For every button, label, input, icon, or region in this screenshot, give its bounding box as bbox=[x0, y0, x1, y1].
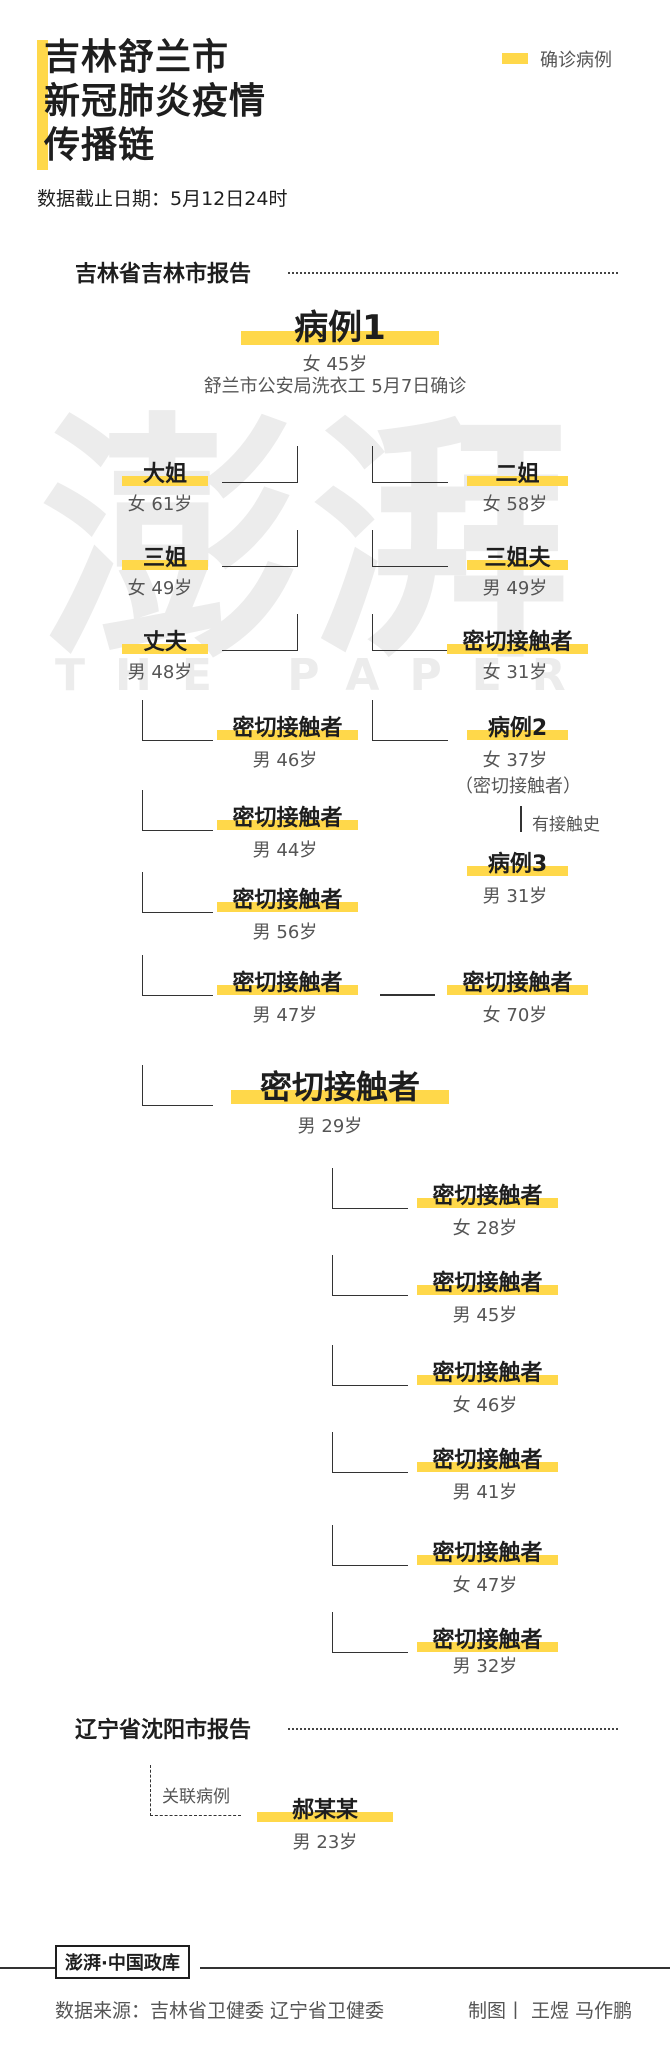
connector-husband-3 bbox=[142, 872, 213, 913]
case-1-detail: 舒兰市公安局洗衣工 5月7日确诊 bbox=[203, 376, 467, 397]
husband-contact-3: 密切接触者 bbox=[217, 882, 358, 914]
section-title-shenyang: 辽宁省沈阳市报告 bbox=[75, 1718, 252, 1743]
case-3-info: 男 31岁 bbox=[482, 886, 548, 907]
connector-husband-1 bbox=[142, 700, 213, 741]
husband-contact-2-info: 男 44岁 bbox=[252, 840, 318, 861]
sub-contact-5: 密切接触者 bbox=[417, 1535, 558, 1567]
footer-divider-left bbox=[0, 1967, 55, 1969]
case-2-info: 女 37岁 bbox=[482, 750, 548, 771]
connector-sub-2 bbox=[332, 1255, 408, 1296]
relative-big-sister: 大姐 bbox=[122, 456, 208, 488]
data-source: 数据来源：吉林省卫健委 辽宁省卫健委 bbox=[55, 2000, 385, 2022]
shenyang-case: 郝某某 bbox=[257, 1792, 393, 1824]
big-contact: 密切接触者 bbox=[231, 1062, 449, 1108]
sub-contact-6: 密切接触者 bbox=[417, 1622, 558, 1654]
connector-sub-5 bbox=[332, 1525, 408, 1566]
sub-contact-5-info: 女 47岁 bbox=[452, 1575, 518, 1596]
title-accent-bar bbox=[37, 40, 48, 170]
credits: 制图丨 王煜 马作鹏 bbox=[468, 2000, 633, 2022]
relative-big-sister-info: 女 61岁 bbox=[127, 494, 193, 515]
case-3-label: 病例3 bbox=[467, 846, 568, 878]
footer-divider-right bbox=[200, 1967, 670, 1969]
case-2-label: 病例2 bbox=[467, 710, 568, 742]
case-1-label: 病例1 bbox=[241, 300, 439, 349]
legend-label: 确诊病例 bbox=[540, 50, 612, 71]
connector-sub-3 bbox=[332, 1345, 408, 1386]
publisher-logo: 澎湃·中国政库 bbox=[55, 1945, 190, 1979]
relative-brother-in-law-info: 男 49岁 bbox=[482, 578, 548, 599]
sub-contact-2-info: 男 45岁 bbox=[452, 1305, 518, 1326]
sub-contact-1: 密切接触者 bbox=[417, 1178, 558, 1210]
section-divider-shenyang bbox=[288, 1728, 618, 1730]
title-line-1: 吉林舒兰市 bbox=[44, 37, 230, 78]
title-line-3: 传播链 bbox=[44, 125, 156, 166]
sub-contact-4: 密切接触者 bbox=[417, 1442, 558, 1474]
connector-left-1 bbox=[222, 446, 298, 483]
related-case-connector bbox=[150, 1765, 241, 1816]
relative-second-sister-info: 女 58岁 bbox=[482, 494, 548, 515]
relative-third-sister: 三姐 bbox=[122, 540, 208, 572]
relative-husband: 丈夫 bbox=[122, 624, 208, 656]
connector-right-2 bbox=[372, 530, 448, 567]
section-title-jilin: 吉林省吉林市报告 bbox=[75, 262, 252, 287]
related-case-label: 关联病例 bbox=[162, 1787, 230, 1807]
connector-right-3 bbox=[372, 614, 448, 651]
husband-contact-3-info: 男 56岁 bbox=[252, 922, 318, 943]
husband-contact-4: 密切接触者 bbox=[217, 965, 358, 997]
husband-contact-4-info: 男 47岁 bbox=[252, 1005, 318, 1026]
connector-side-contact bbox=[380, 994, 435, 996]
case-2-note: （密切接触者） bbox=[455, 776, 581, 797]
sub-contact-6-info: 男 32岁 bbox=[452, 1656, 518, 1677]
relative-third-sister-info: 女 49岁 bbox=[127, 578, 193, 599]
side-contact-info: 女 70岁 bbox=[482, 1005, 548, 1026]
connector-husband-4 bbox=[142, 955, 213, 996]
relative-husband-info: 男 48岁 bbox=[127, 662, 193, 683]
connector-case-2 bbox=[372, 700, 448, 741]
section-divider-jilin bbox=[288, 272, 618, 274]
connector-sub-1 bbox=[332, 1168, 408, 1209]
sub-contact-1-info: 女 28岁 bbox=[452, 1218, 518, 1239]
right-close-contact-info: 女 31岁 bbox=[482, 662, 548, 683]
connector-sub-6 bbox=[332, 1612, 408, 1653]
title-line-2: 新冠肺炎疫情 bbox=[44, 81, 267, 122]
watermark-subtext: THE PAPER bbox=[55, 650, 596, 701]
husband-contact-1-info: 男 46岁 bbox=[252, 750, 318, 771]
sub-contact-3: 密切接触者 bbox=[417, 1355, 558, 1387]
data-cutoff-date: 数据截止日期：5月12日24时 bbox=[37, 188, 288, 210]
connector-right-1 bbox=[372, 446, 448, 483]
contact-history-line bbox=[520, 806, 522, 832]
relative-brother-in-law: 三姐夫 bbox=[467, 540, 568, 572]
connector-left-2 bbox=[222, 530, 298, 567]
connector-husband-2 bbox=[142, 790, 213, 831]
sub-contact-4-info: 男 41岁 bbox=[452, 1482, 518, 1503]
legend-swatch bbox=[502, 53, 528, 64]
right-close-contact: 密切接触者 bbox=[447, 624, 588, 656]
connector-left-3 bbox=[222, 614, 298, 651]
sub-contact-2: 密切接触者 bbox=[417, 1265, 558, 1297]
connector-sub-4 bbox=[332, 1432, 408, 1473]
husband-contact-2: 密切接触者 bbox=[217, 800, 358, 832]
side-contact: 密切接触者 bbox=[447, 965, 588, 997]
big-contact-info: 男 29岁 bbox=[297, 1116, 363, 1137]
relative-second-sister: 二姐 bbox=[467, 456, 568, 488]
contact-history-label: 有接触史 bbox=[532, 815, 600, 835]
husband-contact-1: 密切接触者 bbox=[217, 710, 358, 742]
watermark: 澎湃 bbox=[40, 389, 580, 694]
connector-big-contact bbox=[142, 1065, 213, 1106]
sub-contact-3-info: 女 46岁 bbox=[452, 1395, 518, 1416]
case-1-info: 女 45岁 bbox=[302, 354, 368, 375]
shenyang-case-info: 男 23岁 bbox=[292, 1832, 358, 1853]
